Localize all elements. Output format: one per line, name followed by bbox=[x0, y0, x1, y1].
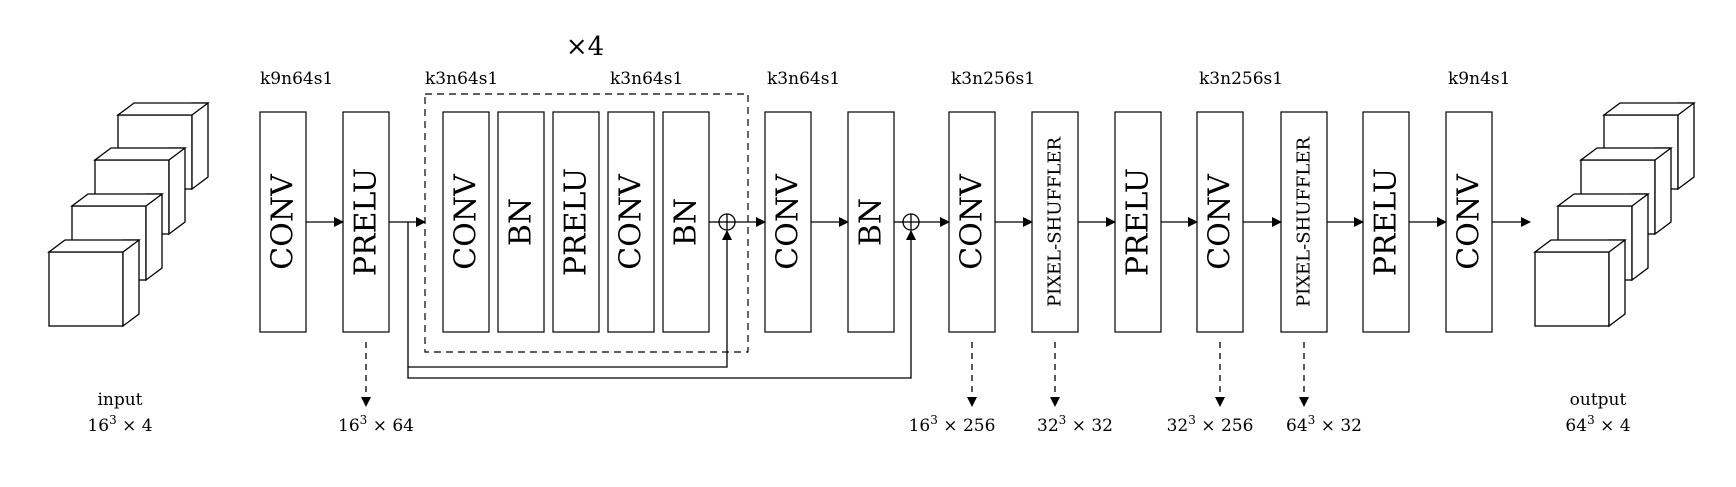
block-prelu: PRELU bbox=[1362, 111, 1410, 333]
block-conv: CONV bbox=[1445, 111, 1493, 333]
svg-text:CONV: CONV bbox=[1452, 173, 1487, 270]
svg-text:BN: BN bbox=[669, 198, 704, 246]
dim-label: 163 × 256 bbox=[909, 413, 996, 436]
block-prelu: PRELU bbox=[552, 111, 600, 333]
svg-text:CONV: CONV bbox=[1203, 173, 1238, 270]
kernel-label: k3n64s1 bbox=[425, 69, 498, 89]
kernel-label: k9n4s1 bbox=[1448, 69, 1510, 89]
input-shape: 163 × 4 bbox=[87, 413, 152, 436]
kernel-label: k3n256s1 bbox=[951, 69, 1035, 89]
svg-text:PRELU: PRELU bbox=[1369, 168, 1404, 276]
block-pixel-shuffler: PIXEL-SHUFFLER bbox=[1031, 111, 1079, 333]
input-cube-stack bbox=[47, 102, 210, 328]
block-conv: CONV bbox=[442, 111, 490, 333]
svg-text:PIXEL-SHUFFLER: PIXEL-SHUFFLER bbox=[1045, 137, 1066, 307]
block-bn: BN bbox=[847, 111, 895, 333]
output-cube-stack bbox=[1533, 102, 1696, 328]
dim-label: 163 × 64 bbox=[338, 413, 414, 436]
svg-text:BN: BN bbox=[854, 198, 889, 246]
block-prelu: PRELU bbox=[1114, 111, 1162, 333]
block-conv: CONV bbox=[948, 111, 996, 333]
kernel-label: k3n64s1 bbox=[767, 69, 840, 89]
input-label: input bbox=[97, 390, 142, 410]
block-bn: BN bbox=[497, 111, 545, 333]
block-conv: CONV bbox=[259, 111, 307, 333]
svg-text:CONV: CONV bbox=[955, 173, 990, 270]
skip-connections bbox=[407, 222, 916, 379]
block-prelu: PRELU bbox=[342, 111, 390, 333]
output-shape: 643 × 4 bbox=[1565, 413, 1630, 436]
svg-text:PRELU: PRELU bbox=[559, 168, 594, 276]
svg-text:CONV: CONV bbox=[771, 173, 806, 270]
kernel-label: k3n64s1 bbox=[610, 69, 683, 89]
sum-node-outer bbox=[902, 213, 920, 231]
svg-text:BN: BN bbox=[504, 198, 539, 246]
svg-text:PRELU: PRELU bbox=[349, 168, 384, 276]
block-conv: CONV bbox=[764, 111, 812, 333]
kernel-label: k9n64s1 bbox=[260, 69, 333, 89]
dim-label: 323 × 256 bbox=[1167, 413, 1254, 436]
dim-label: 643 × 32 bbox=[1286, 413, 1362, 436]
block-bn: BN bbox=[662, 111, 710, 333]
block-conv: CONV bbox=[1196, 111, 1244, 333]
skip-connection-inner bbox=[407, 222, 732, 368]
dim-label: 323 × 32 bbox=[1037, 413, 1113, 436]
block-pixel-shuffler: PIXEL-SHUFFLER bbox=[1280, 111, 1328, 333]
svg-text:CONV: CONV bbox=[449, 173, 484, 270]
sum-node-inner bbox=[718, 213, 736, 231]
skip-connection-outer bbox=[407, 230, 916, 379]
svg-text:PIXEL-SHUFFLER: PIXEL-SHUFFLER bbox=[1294, 137, 1315, 307]
kernel-label: k3n256s1 bbox=[1199, 69, 1283, 89]
block-conv: CONV bbox=[607, 111, 655, 333]
svg-text:CONV: CONV bbox=[614, 173, 649, 270]
kernel-labels: k9n64s1 k3n64s1 k3n64s1 k3n64s1 k3n256s1… bbox=[260, 69, 1510, 89]
svg-text:PRELU: PRELU bbox=[1121, 168, 1156, 276]
dimension-labels: 163 × 64 163 × 256 323 × 32 323 × 256 64… bbox=[338, 413, 1362, 436]
layer-blocks: CONV PRELU CONV BN PRELU CONV BN CONV BN… bbox=[259, 111, 1493, 333]
output-label: output bbox=[1570, 390, 1627, 410]
repeat-label: ×4 bbox=[566, 32, 604, 62]
svg-text:CONV: CONV bbox=[266, 173, 301, 270]
